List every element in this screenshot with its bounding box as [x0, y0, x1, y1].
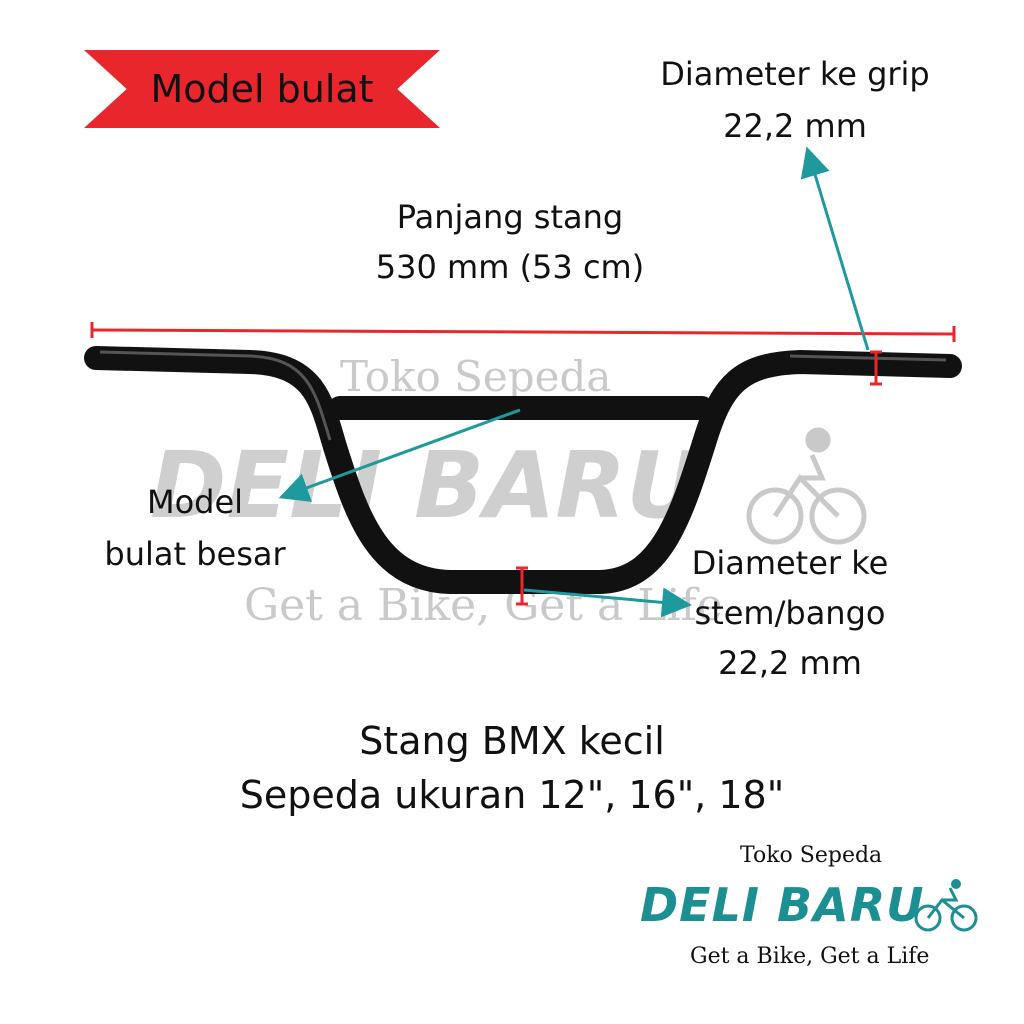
product-title-line2: Sepeda ukuran 12", 16", 18" — [239, 773, 785, 817]
model-label: Model bulat besar — [80, 480, 310, 576]
length-value: 530 mm (53 cm) — [375, 248, 645, 286]
length-label: Panjang stang 530 mm (53 cm) — [330, 192, 690, 292]
watermark-cyclist-icon — [746, 427, 867, 545]
stem-diameter-label: Diameter ke stem/bango 22,2 mm — [660, 538, 920, 688]
watermark-top: Toko Sepeda — [340, 352, 612, 401]
product-title: Stang BMX kecil Sepeda ukuran 12", 16", … — [160, 714, 864, 822]
handlebar-highlight-left — [99, 350, 332, 441]
stem-diameter-marker — [516, 566, 528, 606]
model-value: bulat besar — [104, 535, 286, 573]
model-arrow — [278, 408, 521, 502]
product-title-line1: Stang BMX kecil — [359, 719, 665, 763]
stem-diameter-value: 22,2 mm — [718, 644, 862, 682]
handlebar-highlight-right — [789, 354, 947, 362]
length-measure-line — [90, 322, 956, 342]
stem-diameter-subtitle: stem/bango — [694, 594, 886, 632]
model-title: Model — [146, 483, 244, 521]
grip-diameter-title: Diameter ke grip — [660, 55, 930, 93]
handlebar-bar — [84, 346, 962, 594]
stem-arrow — [523, 587, 692, 618]
grip-diameter-marker — [870, 350, 882, 386]
logo-top-text: Toko Sepeda — [740, 843, 883, 868]
stem-diameter-title: Diameter ke — [691, 544, 889, 582]
badge-label: Model bulat — [150, 67, 374, 111]
grip-diameter-label: Diameter ke grip 22,2 mm — [630, 52, 960, 148]
grip-arrow — [800, 146, 870, 351]
logo-brand: DELI BARU — [640, 878, 925, 932]
grip-diameter-value: 22,2 mm — [723, 107, 867, 145]
handlebar-illustration — [84, 146, 962, 618]
cyclist-icon — [914, 879, 978, 932]
watermark-brand: DELI BARU — [150, 432, 701, 539]
logo-tagline: Get a Bike, Get a Life — [690, 944, 930, 969]
length-title: Panjang stang — [396, 198, 624, 236]
badge-ribbon — [84, 50, 440, 128]
